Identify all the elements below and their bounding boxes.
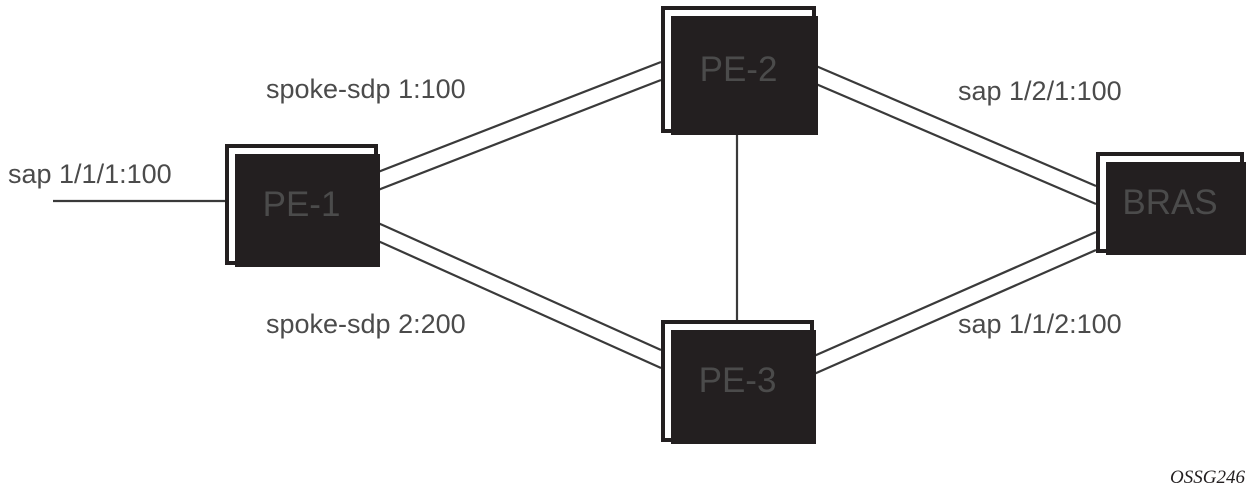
link-pe2-bras-tunnel: [815, 64, 1097, 206]
link-pe3-bras-tunnel: [813, 230, 1097, 376]
node-bras[interactable]: BRAS: [1096, 152, 1246, 255]
node-pe1-label: PE-1: [262, 184, 341, 224]
node-pe3-label: PE-3: [698, 361, 777, 400]
label-sap-1-1-2-100: sap 1/1/2:100: [958, 309, 1122, 339]
link-pe1-pe3-tunnel: [377, 221, 662, 370]
node-pe2-label: PE-2: [699, 49, 778, 89]
label-spoke-sdp-2-200: spoke-sdp 2:200: [266, 309, 466, 339]
node-pe1[interactable]: PE-1: [225, 144, 380, 267]
node-pe3[interactable]: PE-3: [661, 320, 816, 444]
link-pe1-pe2-tunnel: [377, 60, 662, 192]
node-pe2[interactable]: PE-2: [661, 6, 818, 135]
figure-id-watermark: OSSG246: [1170, 467, 1245, 488]
node-bras-label: BRAS: [1122, 182, 1218, 222]
label-spoke-sdp-1-100: spoke-sdp 1:100: [266, 74, 466, 104]
label-sap-1-1-1-100: sap 1/1/1:100: [8, 159, 172, 189]
label-sap-1-2-1-100: sap 1/2/1:100: [958, 76, 1122, 106]
